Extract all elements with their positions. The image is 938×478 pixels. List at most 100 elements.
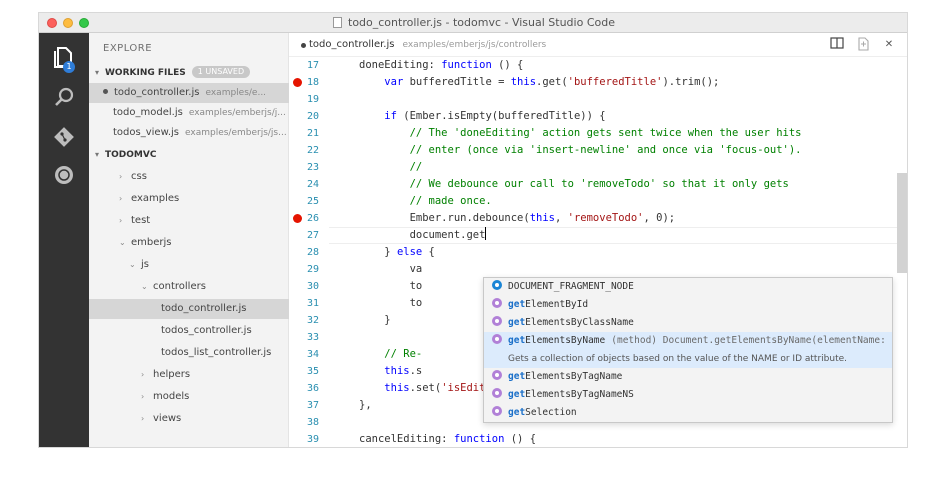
unsaved-dot-icon [301, 43, 306, 48]
unsaved-badge: 1 UNSAVED [191, 66, 251, 78]
chevron-down-icon: ⌄ [129, 260, 136, 269]
method-icon [492, 388, 502, 398]
code-line: 34 // Re- [289, 346, 907, 363]
git-icon[interactable] [52, 125, 76, 149]
code-line: 21 // The 'doneEditing' action gets sent… [289, 125, 907, 142]
debug-icon[interactable] [52, 163, 76, 187]
line-number: 22 [307, 145, 320, 156]
working-file-item[interactable]: todos_view.js examples/emberjs/js... [89, 123, 289, 143]
suggestion-item[interactable]: getSelection [484, 404, 892, 422]
code-text: cancelEditing: function () { [359, 433, 537, 445]
suggestion-label: getElementById [508, 299, 589, 310]
tree-file-todos-controller[interactable]: todos_controller.js [89, 321, 289, 341]
chevron-right-icon: › [141, 370, 145, 379]
close-icon[interactable]: ✕ [884, 39, 894, 50]
line-number: 32 [307, 315, 320, 326]
search-icon[interactable] [52, 85, 76, 109]
split-editor-icon[interactable] [829, 37, 845, 53]
suggestion-item[interactable]: getElementsByTagNameNS [484, 386, 892, 404]
tree-item-label: controllers [153, 281, 206, 292]
code-line: 29 va [289, 261, 907, 278]
chevron-right-icon: › [119, 172, 123, 181]
tree-folder-helpers[interactable]: › helpers [89, 365, 289, 385]
line-number: 20 [307, 111, 320, 122]
line-number: 18 [307, 77, 320, 88]
line-number: 21 [307, 128, 320, 139]
tree-item-label: helpers [153, 369, 191, 380]
code-line: 20 if (Ember.isEmpty(bufferedTitle)) { [289, 108, 907, 125]
tree-folder-emberjs[interactable]: ⌄ emberjs [89, 233, 289, 253]
suggestion-item[interactable]: getElementsByName (method) Document.getEl… [484, 332, 892, 368]
suggestion-label: getElementsByTagNameNS [508, 389, 634, 400]
current-line-highlight [329, 227, 907, 244]
tree-folder-controllers[interactable]: ⌄controllers [89, 277, 289, 297]
suggestion-item[interactable]: getElementsByTagName [484, 368, 892, 386]
code-line: 32 } [289, 312, 907, 329]
code-text: to [359, 280, 423, 292]
autocomplete-widget: DOCUMENT_FRAGMENT_NODE getElementById getE… [483, 277, 893, 423]
suggestion-item[interactable]: DOCUMENT_FRAGMENT_NODE [484, 278, 892, 296]
code-text: // We debounce our call to 'removeTodo' … [359, 178, 789, 190]
code-text: // [359, 161, 423, 173]
code-line: 35 this.s [289, 363, 907, 380]
working-file-name: todo_model.js [113, 107, 183, 118]
working-files-label: WORKING FILES [105, 68, 186, 78]
code-line: 23 // [289, 159, 907, 176]
line-number: 24 [307, 179, 320, 190]
code-text: if (Ember.isEmpty(bufferedTitle)) { [384, 110, 606, 122]
tree-folder-css[interactable]: › css [89, 167, 289, 187]
suggestion-item[interactable]: getElementById [484, 296, 892, 314]
working-file-name: todos_view.js [113, 127, 179, 138]
method-icon [492, 316, 502, 326]
tree-folder-test[interactable]: ›test [89, 211, 289, 231]
tree-folder-examples[interactable]: ›examples [89, 189, 289, 209]
explorer-badge: 1 [63, 61, 75, 73]
close-window-button[interactable] [47, 18, 57, 28]
open-changes-icon[interactable] [855, 37, 871, 53]
suggestion-signature: (method) Document.getElementsByName(elem… [611, 335, 892, 346]
tree-item-label: js [141, 259, 149, 270]
working-file-path: examples/e... [205, 88, 267, 98]
code-line: 37}, [289, 397, 907, 414]
code-line: 33 [289, 329, 907, 346]
tree-item-label: css [131, 171, 147, 182]
maximize-window-button[interactable] [79, 18, 89, 28]
suggestion-doc: Gets a collection of objects based on th… [508, 354, 847, 364]
line-number: 23 [307, 162, 320, 173]
line-number: 38 [307, 417, 320, 428]
line-number: 29 [307, 264, 320, 275]
code-line: 18 var bufferedTitle = this.get('buffere… [289, 74, 907, 91]
suggestion-item[interactable]: getElementsByClassName [484, 314, 892, 332]
tree-folder-models[interactable]: ›models [89, 387, 289, 407]
tree-folder-views[interactable]: ›views [89, 409, 289, 429]
tree-file-todo-controller[interactable]: todo_controller.js [89, 299, 289, 319]
property-icon [492, 280, 502, 290]
minimize-window-button[interactable] [63, 18, 73, 28]
line-number: 33 [307, 332, 320, 343]
breakpoint-icon[interactable] [293, 214, 302, 223]
code-line: 19 [289, 91, 907, 108]
working-file-name: todo_controller.js [114, 87, 200, 98]
breakpoint-icon[interactable] [293, 78, 302, 87]
working-file-path: examples/emberjs/js... [185, 128, 287, 138]
chevron-down-icon: ▾ [95, 150, 100, 159]
tree-item-label: emberjs [131, 237, 172, 248]
vertical-scrollbar[interactable] [897, 173, 907, 273]
chevron-right-icon: › [119, 194, 123, 203]
suggestion-label: getElementsByName [508, 335, 606, 346]
chevron-down-icon: ⌄ [119, 238, 126, 247]
tree-file-todos-list-controller[interactable]: todos_list_controller.js [89, 343, 289, 363]
code-text: var bufferedTitle = this.get('bufferedTi… [384, 76, 720, 88]
working-file-item[interactable]: todo_controller.js examples/e... [89, 83, 289, 103]
project-header[interactable]: ▾TODOMVC [89, 145, 289, 165]
code-line: 30 to [289, 278, 907, 295]
code-text: } [359, 314, 391, 326]
tree-folder-js[interactable]: ⌄ js [89, 255, 289, 275]
method-icon [492, 334, 502, 344]
method-icon [492, 406, 502, 416]
line-number: 17 [307, 60, 320, 71]
